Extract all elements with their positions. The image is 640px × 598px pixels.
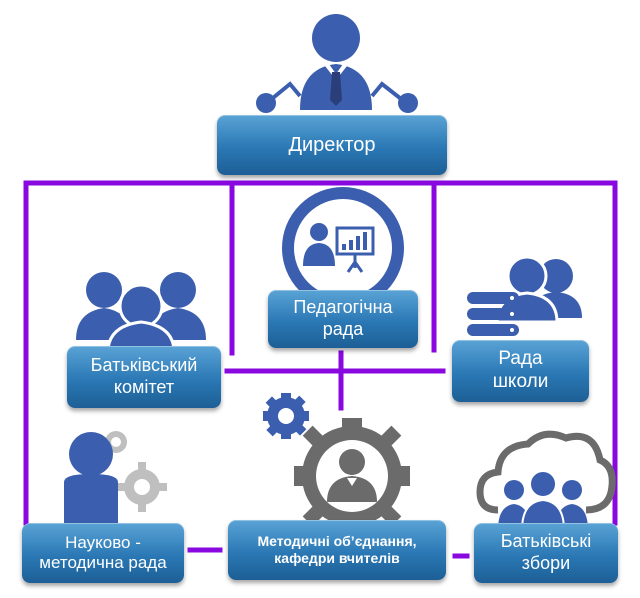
people-group-icon <box>76 272 206 354</box>
database-people-icon <box>467 255 582 352</box>
pedagogical-council-label: Педагогічна рада <box>293 297 393 339</box>
school-council-label: Рада школи <box>492 348 549 392</box>
methodical-associations-label: Методичні об’єднання, кафедри вчителів <box>257 533 417 566</box>
parents-meetings-box: Батьківські збори <box>474 523 618 583</box>
connectors <box>23 180 618 559</box>
parents-committee-label: Батьківський комітет <box>90 355 198 397</box>
presentation-person-icon <box>282 187 404 309</box>
cloud-people-icon <box>476 430 616 531</box>
parents-committee-box: Батьківський комітет <box>67 346 221 408</box>
director-box: Директор <box>217 115 447 175</box>
methodical-council-box: Науково - методична рада <box>22 523 184 583</box>
gear-person-icon <box>294 418 410 534</box>
director-label: Директор <box>288 134 376 156</box>
person-gears-icon <box>64 431 167 528</box>
methodical-council-label: Науково - методична рада <box>39 532 167 572</box>
methodical-associations-box: Методичні об’єднання, кафедри вчителів <box>228 520 446 580</box>
gear-icon <box>263 393 309 439</box>
connector-outer-frame <box>23 180 618 526</box>
school-council-box: Рада школи <box>452 340 589 402</box>
director-person-network-icon <box>256 14 418 113</box>
parents-meetings-label: Батьківські збори <box>500 531 592 573</box>
pedagogical-council-box: Педагогічна рада <box>268 290 418 348</box>
